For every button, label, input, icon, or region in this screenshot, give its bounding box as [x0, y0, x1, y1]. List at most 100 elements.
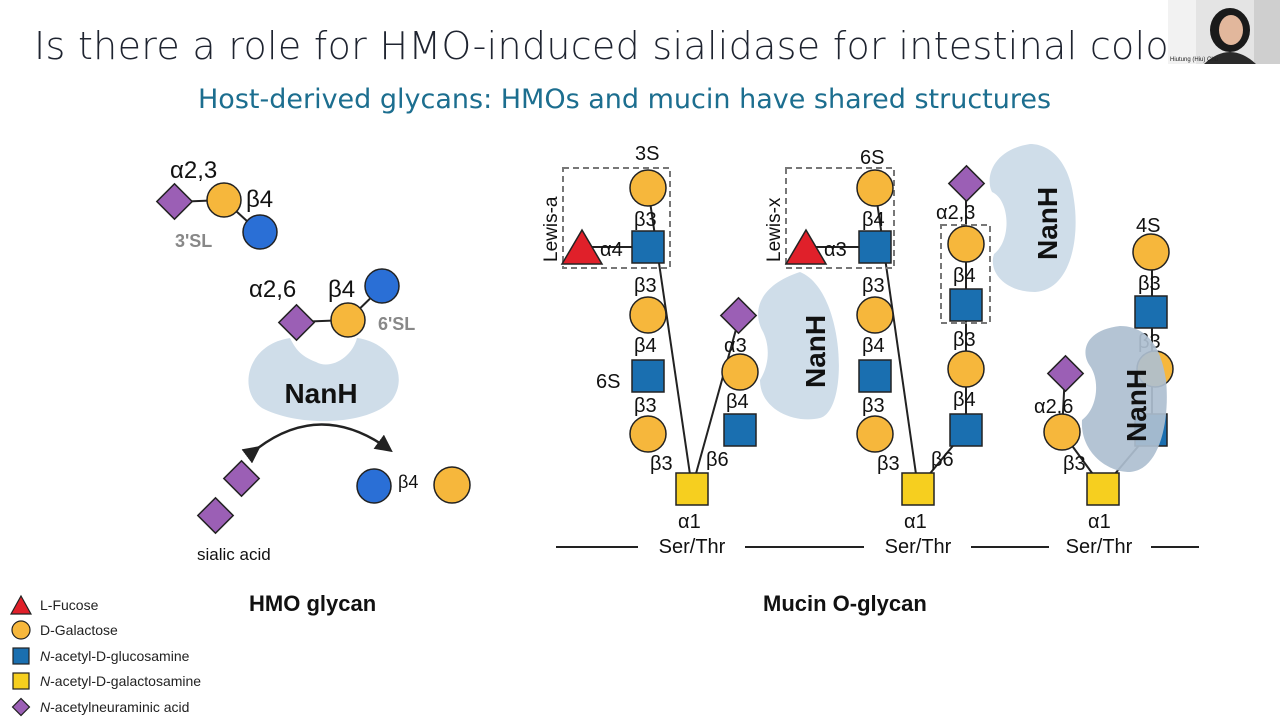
glcnac-square [949, 288, 983, 322]
glcnac-square [858, 359, 892, 393]
hmo-glycan-caption: HMO glycan [249, 591, 377, 616]
ser-thr-label: Ser/Thr [659, 536, 726, 558]
slide-subtitle: Host-derived glycans: HMOs and mucin hav… [198, 84, 1052, 115]
mucin-chain-3-lower: α2,6 β3 α1 [1034, 396, 1120, 533]
glycan-name: 3'SL [175, 231, 212, 251]
fucose-triangle [560, 228, 604, 265]
fucose-triangle [784, 228, 828, 265]
linkage-label: α2,6 [249, 276, 296, 303]
galactose-circle [947, 350, 985, 388]
sulfation-label: 3S [635, 143, 659, 165]
sialic-acid-diamond [1046, 354, 1085, 393]
nanh-enzyme-mucin-1: NanH [758, 272, 839, 420]
galnac-square [675, 472, 709, 506]
mucin-glycan-caption: Mucin O-glycan [763, 591, 927, 616]
legend-label: L-Fucose [40, 596, 99, 613]
lewis-label: Lewis-a [541, 196, 562, 262]
linkage-label: α2,3 [936, 202, 975, 224]
linkage-label: β3 [634, 395, 657, 417]
linkage-label: β3 [862, 275, 885, 297]
ser-thr-baseline: Ser/Thr Ser/Thr Ser/Thr [556, 536, 1199, 558]
galactose-circle [629, 296, 667, 334]
linkage-label: α4 [600, 239, 623, 261]
slide-title: Is there a role for HMO-induced sialidas… [34, 24, 1264, 68]
galactose-circle [947, 225, 985, 263]
sialic-acid-diamond [196, 496, 235, 535]
participant-name: Hiutung (Hiu) Chu [1170, 57, 1219, 63]
linkage-label: β4 [726, 391, 749, 413]
sulfation-label: 6S [860, 147, 884, 169]
webcam-person-icon [1168, 0, 1280, 64]
ser-thr-label: Ser/Thr [885, 536, 952, 558]
ser-thr-label: Ser/Thr [1066, 536, 1133, 558]
linkage-label: α1 [678, 511, 701, 533]
nanh-enzyme-mucin-3: NanH [1081, 326, 1167, 472]
mucin-chain-2: Lewis-x 6S β4 α3 β3 β4 β3 β3 β6 α2,3 β4 … [764, 147, 991, 533]
legend-item-galactose: D-Galactose [10, 618, 201, 644]
galactose-circle [1043, 413, 1081, 451]
linkage-label: β3 [862, 395, 885, 417]
webcam-thumbnail[interactable]: Hiutung (Hiu) Chu [1168, 0, 1280, 64]
galactose-circle [206, 182, 242, 218]
linkage-label: α3 [824, 239, 847, 261]
diamond-icon [11, 697, 31, 717]
linkage-label: β3 [650, 453, 673, 475]
linkage-label: β3 [877, 453, 900, 475]
galactose-circle [629, 415, 667, 453]
enzyme-label: NanH [1121, 369, 1152, 442]
linkage-label: α3 [724, 335, 747, 357]
triangle-icon [10, 594, 32, 615]
square-icon [12, 672, 30, 690]
legend-item-sialic-acid: N-acetylneuraminic acid [10, 694, 201, 720]
linkage-label: β4 [246, 186, 273, 213]
galnac-square [1086, 472, 1120, 506]
linkage-label: β3 [1138, 273, 1161, 295]
galactose-circle [856, 296, 894, 334]
sulfation-label: 6S [596, 371, 620, 393]
legend-label: N-acetyl-D-galactosamine [40, 673, 202, 690]
sialyllactose-3-structure: α2,3 β4 3'SL [155, 157, 278, 251]
linkage-label: β4 [953, 265, 976, 287]
legend-label: N-acetyl-D-glucosamine [40, 647, 190, 664]
linkage-label: α1 [1088, 511, 1111, 533]
lewis-label: Lewis-x [764, 197, 785, 262]
linkage-label: β3 [634, 209, 657, 231]
sialic-acid-diamond [155, 182, 194, 221]
linkage-label: β3 [634, 275, 657, 297]
product-label: sialic acid [197, 545, 271, 564]
enzyme-label: NanH [1032, 187, 1063, 260]
glucose-circle [356, 468, 392, 504]
glycan-name: 6'SL [378, 314, 415, 334]
legend-label: N-acetylneuraminic acid [40, 698, 190, 715]
linkage-label: α2,6 [1034, 396, 1073, 418]
galnac-square [901, 472, 935, 506]
linkage-label: α1 [904, 511, 927, 533]
lewis-box [940, 224, 991, 324]
linkage-label: β4 [862, 335, 885, 357]
circle-icon [11, 620, 31, 640]
galactose-circle [1132, 233, 1170, 271]
glcnac-square [631, 359, 665, 393]
galactose-circle [330, 302, 366, 338]
sialyllactose-6-structure: α2,6 β4 6'SL [249, 268, 415, 342]
linkage-label: β6 [706, 449, 729, 471]
linkage-label: β4 [862, 209, 885, 231]
linkage-label: β6 [931, 449, 954, 471]
linkage-label: β4 [328, 276, 355, 303]
square-icon [12, 647, 30, 665]
sulfation-label: 4S [1136, 215, 1160, 237]
glcnac-square [858, 230, 892, 264]
linkage-label: β3 [953, 329, 976, 351]
glucose-circle [242, 214, 278, 250]
lewis-box [562, 167, 671, 269]
nanh-enzyme-hmo: NanH [248, 338, 399, 422]
linkage-label: β3 [1063, 453, 1086, 475]
glcnac-square [949, 413, 983, 447]
sialic-acid-diamond [277, 303, 316, 342]
galactose-circle [856, 169, 894, 207]
linkage-label: β4 [953, 389, 976, 411]
linkage-label: β4 [634, 335, 657, 357]
sialic-acid-diamond [222, 459, 261, 498]
galactose-circle [433, 466, 471, 504]
